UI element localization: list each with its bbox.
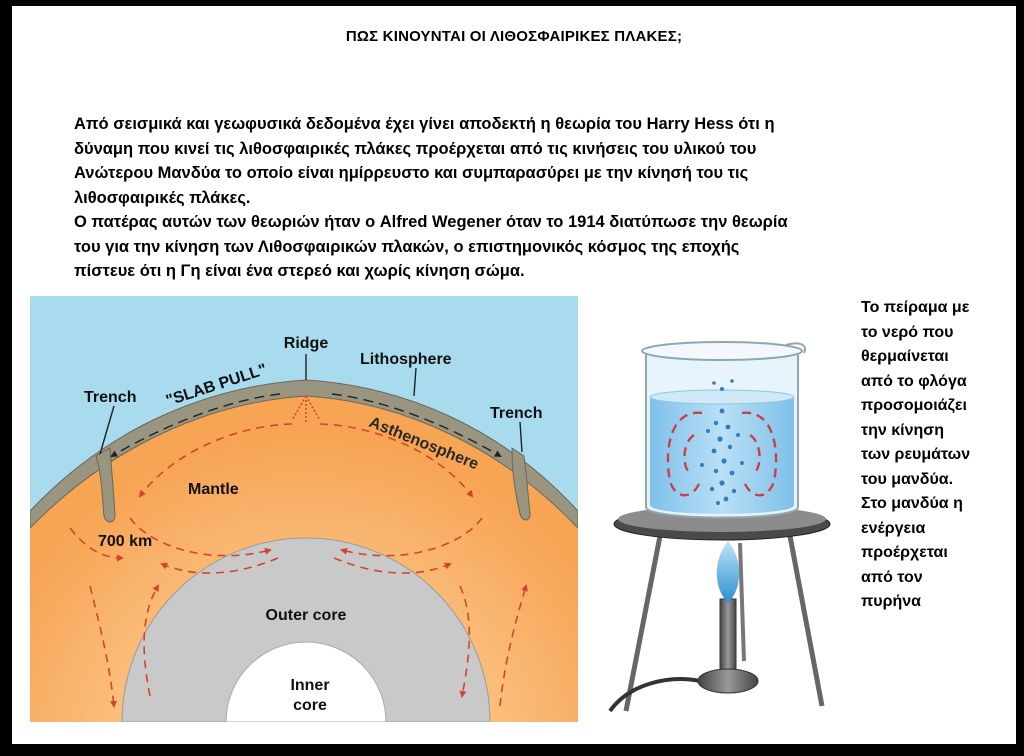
page-title: ΠΩΣ ΚΙΝΟΥΝΤΑΙ ΟΙ ΛΙΘΟΣΦΑΙΡΙΚΕΣ ΠΛΑΚΕΣ; bbox=[345, 28, 683, 45]
intro-line: πίστευε ότι η Γη είναι ένα στερεό και χω… bbox=[74, 262, 525, 280]
water bbox=[650, 397, 794, 514]
bunsen-burner bbox=[719, 598, 737, 672]
side-note-line: θερμαίνεται bbox=[861, 348, 949, 365]
inner-core-label-line2: core bbox=[293, 697, 327, 714]
side-note-line: από το φλόγα bbox=[861, 372, 967, 390]
stand-leg bbox=[738, 542, 746, 662]
intro-line: του για την κίνηση των Λιθοσφαιρικών πλα… bbox=[74, 237, 740, 256]
rising-bubbles bbox=[700, 379, 744, 505]
side-note-line: ενέργεια bbox=[861, 519, 926, 537]
side-note-line: Στο μανδύα η bbox=[861, 495, 963, 512]
intro-line: λιθοσφαιρικές πλάκες. bbox=[74, 188, 251, 207]
beaker-rim bbox=[641, 341, 803, 361]
subducting-slab-right bbox=[511, 447, 531, 521]
outer-core-label: Outer core bbox=[266, 607, 347, 624]
beaker-convection-experiment bbox=[608, 341, 831, 713]
convection-arrow bbox=[89, 585, 117, 708]
ridge-label: Ridge bbox=[284, 335, 329, 352]
convection-arrow bbox=[138, 423, 293, 498]
side-note-line: το νερό που bbox=[861, 323, 954, 341]
trench-left-leader-line bbox=[99, 405, 115, 455]
plate-motion-arrow-right bbox=[331, 393, 502, 458]
water-surface bbox=[649, 389, 795, 405]
lithosphere-band bbox=[30, 379, 578, 529]
side-note-line: προσομοιάζει bbox=[861, 397, 967, 414]
intro-line: Από σεισμικά και γεωφυσικά δεδομένα έχει… bbox=[74, 115, 775, 133]
beaker-spout bbox=[785, 342, 806, 354]
convection-currents bbox=[666, 411, 778, 497]
convection-arrow bbox=[129, 517, 272, 557]
side-note: Το πείραμα με το νερό που θερμαίνεται απ… bbox=[861, 296, 1009, 615]
side-note-line: των ρευμάτων bbox=[861, 446, 971, 463]
burner-hose bbox=[608, 677, 701, 713]
inner-core-label-line1: Inner bbox=[290, 677, 329, 694]
depth-label: 700 km bbox=[98, 533, 152, 550]
convection-arrow bbox=[499, 584, 528, 707]
lithosphere-leader-line bbox=[413, 367, 417, 397]
convection-arrow bbox=[143, 584, 160, 697]
plate-motion-arrow-left bbox=[110, 393, 281, 458]
intro-paragraph-1: Από σεισμικά και γεωφυσικά δεδομένα έχει… bbox=[74, 112, 1004, 210]
trench-left-label: Trench bbox=[84, 389, 136, 406]
side-note-line: την κίνηση bbox=[861, 421, 945, 439]
convection-arrow bbox=[69, 527, 124, 562]
side-note-line: Το πείραμα με bbox=[861, 299, 970, 316]
mantle-label: Mantle bbox=[188, 481, 239, 498]
earth-cross-section-diagram: Ridge Lithosphere Trench Trench "SLAB PU… bbox=[30, 296, 578, 722]
intro-text: Από σεισμικά και γεωφυσικά δεδομένα έχει… bbox=[74, 112, 1004, 284]
convection-arrow bbox=[160, 557, 279, 574]
stand-leg bbox=[787, 535, 825, 707]
convection-arrow bbox=[459, 585, 471, 698]
burner-base bbox=[697, 668, 759, 694]
convection-arrow bbox=[319, 423, 474, 498]
side-note-line: προέρχεται bbox=[861, 544, 948, 561]
ridge-upwelling bbox=[291, 395, 321, 422]
intro-line: Ο πατέρας αυτών των θεωριών ήταν ο Alfre… bbox=[74, 213, 788, 231]
subducting-slab-left bbox=[95, 447, 116, 523]
trench-right-leader-line bbox=[519, 421, 523, 453]
side-note-line: του μανδύα. bbox=[861, 470, 954, 488]
trench-right-label: Trench bbox=[490, 405, 542, 422]
convection-arrow bbox=[333, 557, 452, 574]
stand-leg bbox=[623, 535, 663, 712]
intro-line: δύναμη που κινεί τις λιθοσφαιρικές πλάκε… bbox=[74, 139, 757, 158]
intro-line: Ανώτερου Μανδύα το οποίο είναι ημίρρευστ… bbox=[74, 164, 749, 182]
lithosphere-label: Lithosphere bbox=[360, 351, 452, 368]
slide: ΠΩΣ ΚΙΝΟΥΝΤΑΙ ΟΙ ΛΙΘΟΣΦΑΙΡΙΚΕΣ ΠΛΑΚΕΣ; Α… bbox=[12, 6, 1016, 744]
convection-arrow bbox=[340, 517, 483, 557]
intro-paragraph-2: Ο πατέρας αυτών των θεωριών ήταν ο Alfre… bbox=[74, 210, 1004, 284]
flame bbox=[716, 541, 740, 603]
side-note-line: από τον bbox=[861, 568, 923, 586]
side-note-line: πυρήνα bbox=[861, 593, 921, 610]
inner-core bbox=[225, 641, 387, 722]
